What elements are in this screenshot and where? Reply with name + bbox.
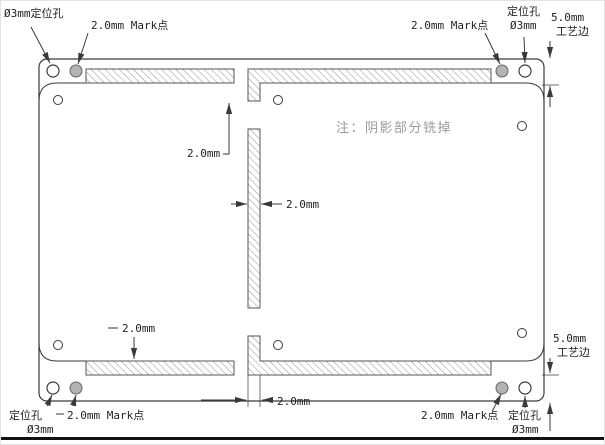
leader-br-mark bbox=[492, 393, 502, 411]
label-dim-slot-bottom-left: 2.0mm bbox=[122, 322, 155, 335]
bottom-slot-right-with-stub bbox=[247, 335, 492, 376]
leader-tr-hole bbox=[521, 36, 528, 64]
leader-tr-mark bbox=[484, 32, 501, 65]
tooling-hole bbox=[273, 95, 283, 105]
board-corner-bottom-left bbox=[38, 342, 86, 362]
positioning-holes bbox=[46, 64, 532, 395]
tooling-hole bbox=[517, 328, 527, 338]
mark-point-top-right bbox=[495, 64, 509, 78]
label-br-hole-1: 定位孔 bbox=[508, 408, 541, 422]
label-tr-hole-1: 定位孔 bbox=[507, 4, 540, 18]
label-bl-hole-2: Ø3mm bbox=[27, 423, 54, 436]
positioning-hole-top-right bbox=[518, 64, 532, 78]
bottom-border-line bbox=[1, 437, 604, 440]
board-corner-top-left bbox=[38, 82, 86, 102]
board-corner-top-right bbox=[491, 82, 545, 102]
leader-tl-hole bbox=[30, 26, 51, 64]
label-br-edge-1: 5.0mm bbox=[553, 332, 586, 345]
label-bl-hole-1: 定位孔 bbox=[9, 408, 42, 422]
label-dim-slot-bottom-center: 2.0mm bbox=[277, 395, 310, 408]
label-tl-hole: Ø3mm定位孔 bbox=[4, 6, 64, 20]
annotation-texts: Ø3mm定位孔 2.0mm Mark点 2.0mm Mark点 定位孔 Ø3mm… bbox=[4, 4, 590, 436]
label-br-edge-2: 工艺边 bbox=[557, 346, 590, 359]
tooling-hole bbox=[53, 95, 63, 105]
tooling-holes bbox=[53, 95, 527, 350]
label-tr-mark: 2.0mm Mark点 bbox=[411, 19, 488, 32]
positioning-hole-top-left bbox=[46, 64, 60, 78]
tooling-hole bbox=[517, 121, 527, 131]
leader-bl-mark bbox=[70, 394, 77, 407]
leader-bl-hole bbox=[44, 394, 53, 407]
dim-slot-top-leader bbox=[223, 103, 233, 155]
mark-points bbox=[69, 64, 509, 395]
mark-point-top-left bbox=[69, 64, 83, 78]
tooling-hole bbox=[53, 340, 63, 350]
positioning-hole-bottom-right bbox=[518, 381, 532, 395]
label-tl-mark: 2.0mm Mark点 bbox=[91, 19, 168, 32]
label-dim-slot-top: 2.0mm bbox=[187, 147, 220, 160]
top-slot-left bbox=[85, 68, 235, 84]
label-br-hole-2: Ø3mm bbox=[512, 423, 539, 436]
panel-outline bbox=[38, 58, 545, 402]
note-text: 注：阴影部分铣掉 bbox=[336, 121, 452, 136]
label-tr-edge-2: 工艺边 bbox=[556, 25, 589, 38]
board-corner-bottom-right bbox=[491, 342, 545, 362]
dimension-lines bbox=[30, 26, 559, 431]
mark-point-bottom-left bbox=[69, 381, 83, 395]
leader-tl-mark bbox=[77, 32, 89, 65]
top-slot-right-with-stub bbox=[247, 68, 492, 102]
tooling-hole bbox=[273, 340, 283, 350]
label-tr-hole-2: Ø3mm bbox=[510, 19, 537, 32]
label-bl-mark: 2.0mm Mark点 bbox=[67, 409, 144, 422]
positioning-hole-bottom-left bbox=[46, 381, 60, 395]
label-dim-slot-mid: 2.0mm bbox=[286, 198, 319, 211]
label-br-mark: 2.0mm Mark点 bbox=[421, 409, 498, 422]
panel-edge bbox=[38, 58, 545, 402]
label-tr-edge-1: 5.0mm bbox=[551, 11, 584, 24]
mark-point-bottom-right bbox=[495, 381, 509, 395]
bottom-slot-left bbox=[85, 360, 235, 376]
center-vertical-slot bbox=[247, 128, 261, 309]
